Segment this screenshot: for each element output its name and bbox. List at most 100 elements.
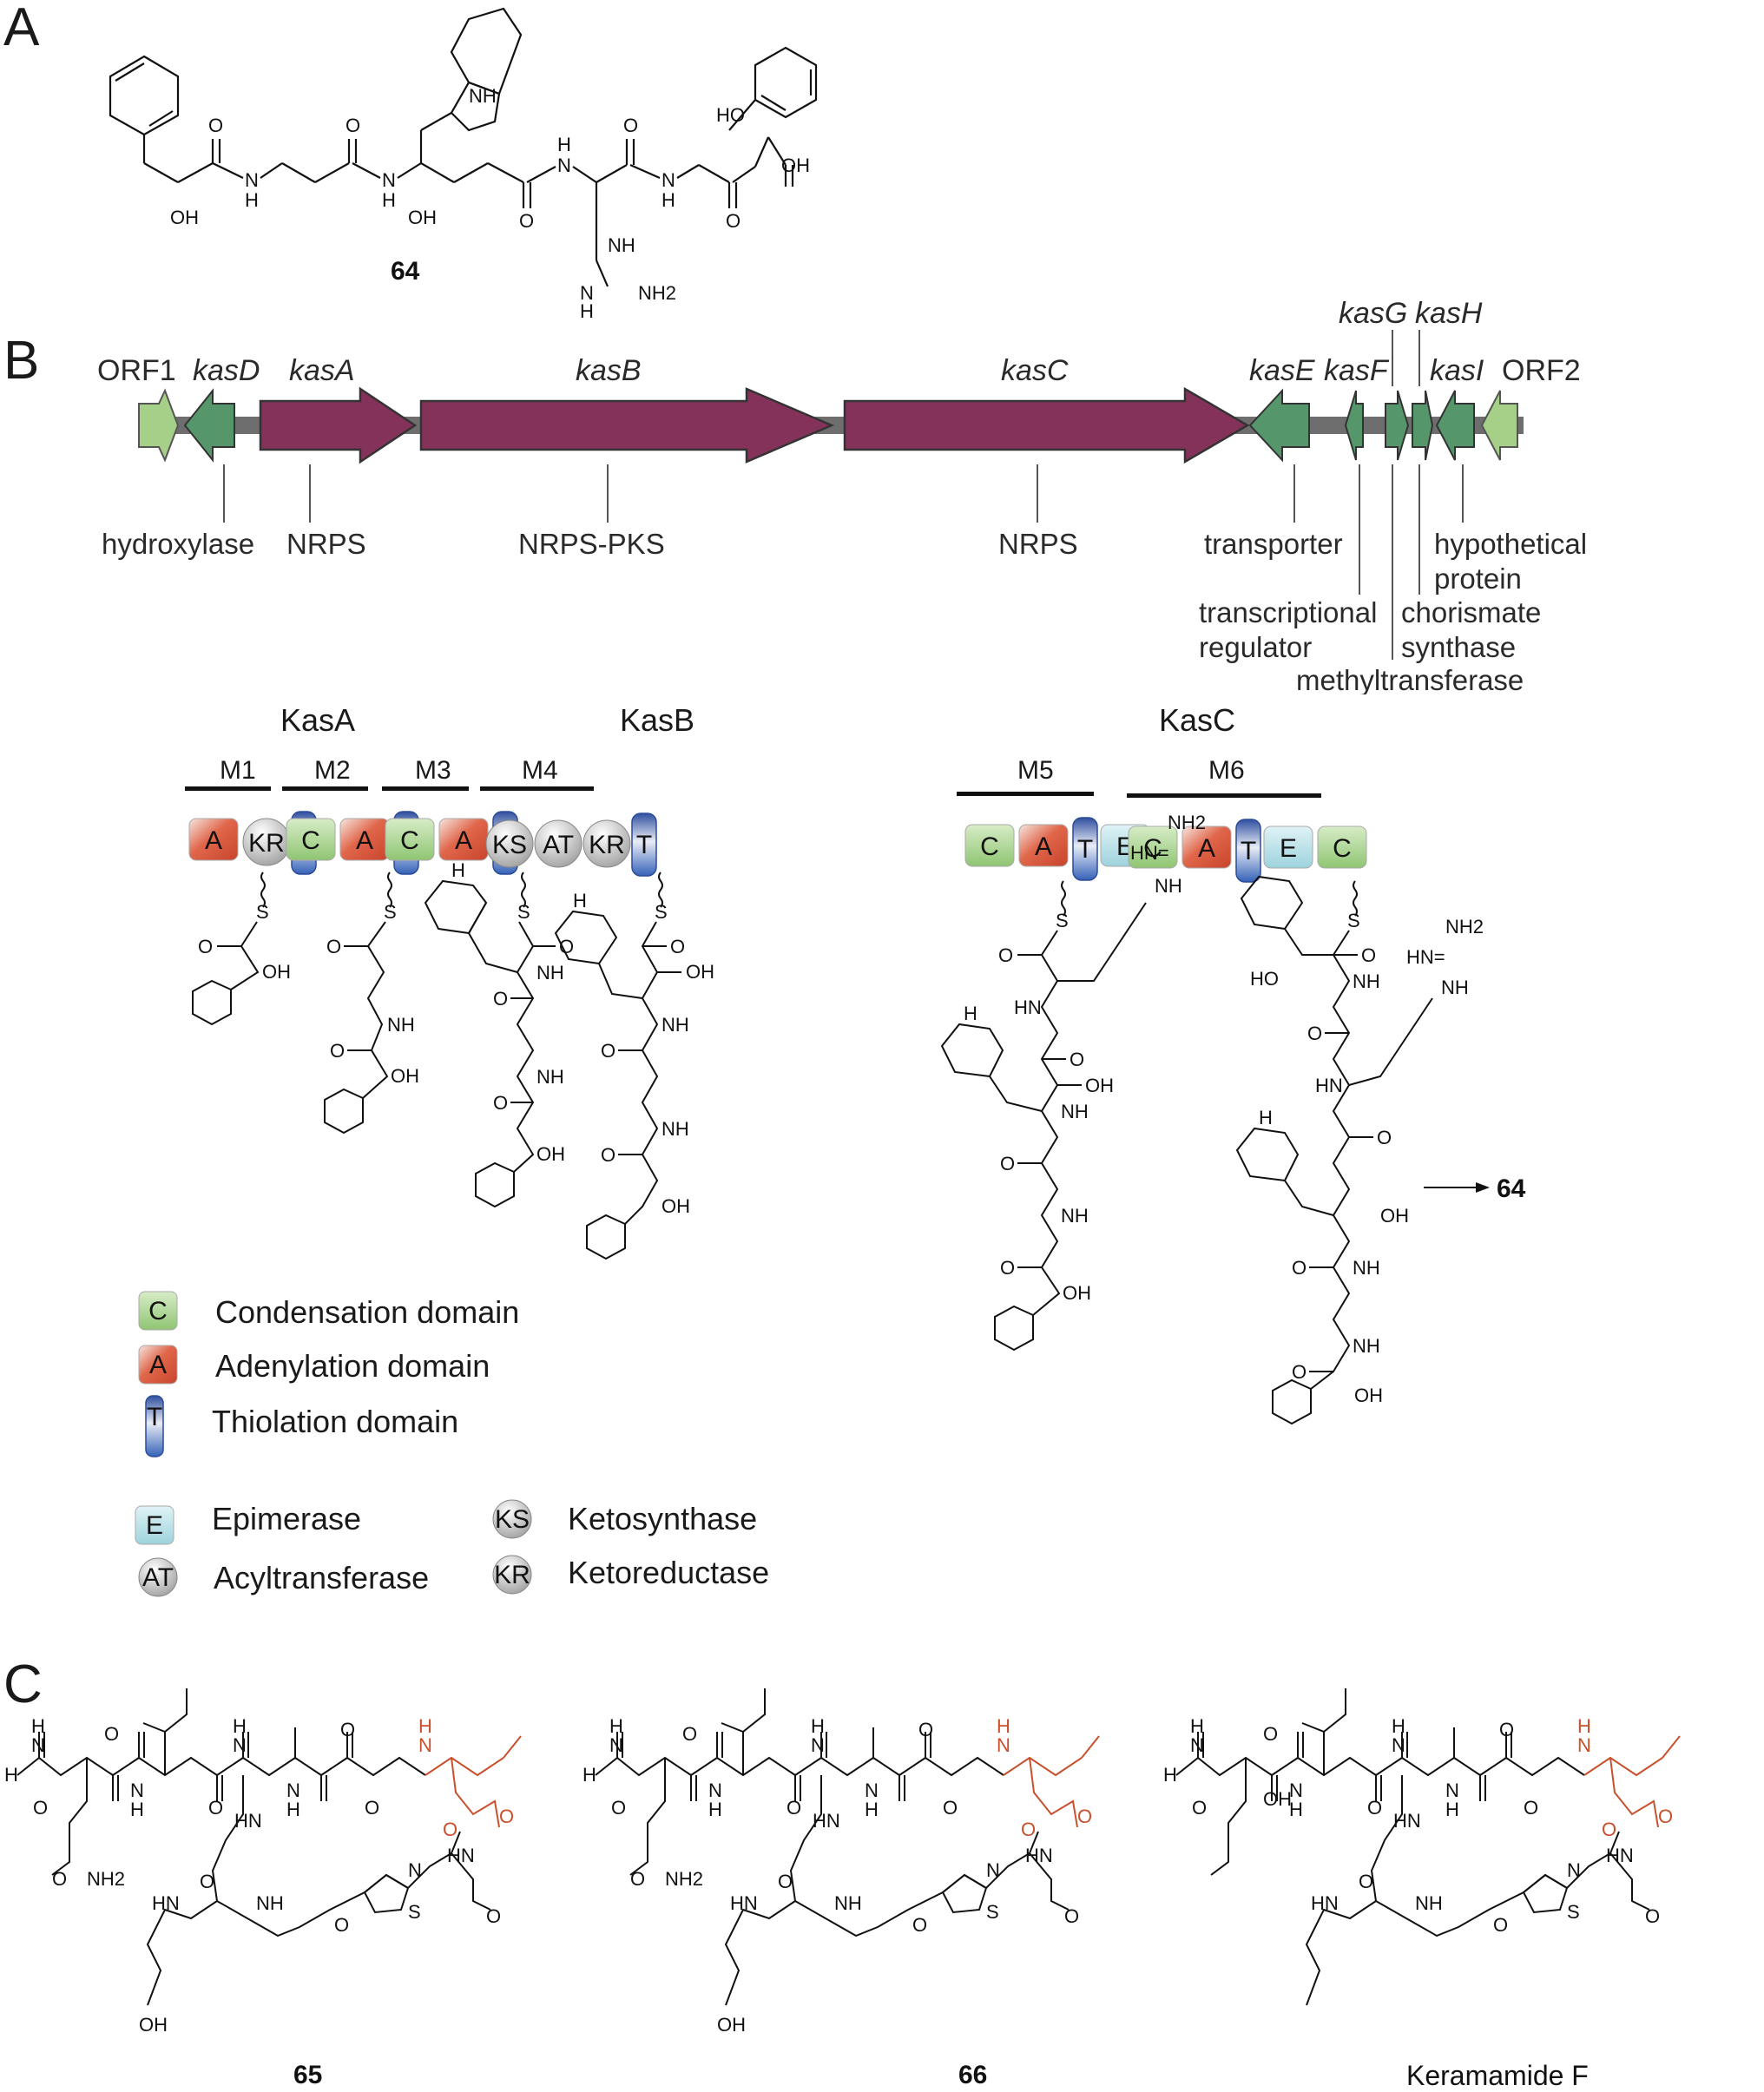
atom-o: O: [208, 115, 223, 136]
module-m1: M1: [185, 756, 271, 791]
compound-label-64: 64: [391, 257, 420, 286]
atom-hn-guanidine: HN=: [1406, 946, 1445, 968]
gene-arrow-orf2: [1480, 390, 1518, 461]
gene-label-kasb: kasB: [576, 354, 642, 387]
atom-h: H: [1163, 1764, 1177, 1786]
indole-ring: [940, 1023, 1004, 1078]
atom-o: O: [1499, 1719, 1514, 1740]
legend-symbol: C: [148, 1297, 168, 1326]
legend-symbol: AT: [142, 1563, 174, 1592]
atom-oh: OH: [1085, 1075, 1114, 1096]
module-bar: [382, 786, 469, 791]
atom-o: O: [334, 1914, 349, 1936]
atom-o: O: [493, 988, 508, 1010]
atom-o: O: [601, 1040, 615, 1062]
atom-h: H: [557, 134, 571, 155]
legend-symbol: E: [146, 1511, 163, 1540]
domain-ks: KS: [485, 819, 534, 868]
atom-oh: OH: [139, 2014, 168, 2036]
domain-label: C: [1143, 834, 1162, 863]
atom-h: H: [708, 1799, 722, 1820]
domain-label: A: [455, 826, 472, 855]
atom-hn: HN: [813, 1810, 840, 1832]
atom-o: O: [486, 1905, 501, 1927]
atom-o: O: [519, 210, 534, 232]
atom-nh-guanidine: NH: [1441, 977, 1469, 998]
atom-o: O: [998, 944, 1013, 966]
atom-o: O: [33, 1797, 48, 1819]
atom-o: O: [346, 115, 360, 136]
atom-o: O: [912, 1914, 927, 1936]
atom-oh: OH: [408, 207, 437, 228]
atom-hn-guanidine: HN=: [1130, 842, 1169, 864]
atom-h-indole: H: [1259, 1107, 1273, 1128]
atom-nh: NH: [256, 1892, 284, 1914]
atom-n: N: [557, 155, 571, 176]
atom-o: O: [208, 1797, 223, 1819]
chain-m2: [362, 921, 389, 1099]
atom-n: N: [811, 1734, 825, 1756]
chain-m3: [513, 921, 535, 1173]
gene-function-nrps-pks: NRPS-PKS: [518, 528, 665, 560]
domain-label: T: [1077, 835, 1093, 864]
atom-hn: HN: [1311, 1892, 1339, 1914]
legend-label: Ketosynthase: [568, 1501, 757, 1536]
atom-n: N: [1567, 1859, 1581, 1881]
atom-o: O: [1192, 1797, 1207, 1819]
chain-m6: [1310, 930, 1351, 1390]
protein-label-kasa: KasA: [280, 702, 355, 738]
atom-oh: OH: [781, 155, 810, 176]
atom-n: N: [233, 1734, 247, 1756]
phenylserine-link: [1284, 928, 1333, 956]
domain-label: KR: [248, 829, 285, 858]
compound-label-keramamide-f: Keramamide F: [1406, 2060, 1589, 2091]
panel-letter-a: A: [3, 0, 40, 57]
atom-h: H: [31, 1715, 45, 1737]
phenyl-ring: [994, 1305, 1034, 1352]
domain-at: AT: [534, 819, 583, 868]
atom-o-highlight: O: [1602, 1819, 1616, 1840]
gene-label-kasg: kasG: [1339, 297, 1407, 330]
atom-n: N: [609, 1734, 623, 1756]
atom-o: O: [198, 936, 213, 957]
legend-item-condensation-domain: C Condensation domain: [138, 1291, 519, 1331]
domain-c: C: [1317, 826, 1367, 869]
atom-hn: HN: [730, 1892, 758, 1914]
domain-label: AT: [543, 831, 574, 859]
atom-h-indole: H: [964, 1003, 977, 1024]
domain-kr: KR: [583, 819, 631, 868]
atom-o: O: [630, 1868, 645, 1890]
phenyl-ring: [1272, 1378, 1312, 1425]
atom-o: O: [1000, 1153, 1015, 1174]
atom-nh: NH: [662, 1014, 689, 1036]
legend-label: Condensation domain: [215, 1294, 519, 1330]
gene-arrow-kasb: [419, 387, 835, 464]
legend-label: Ketoreductase: [568, 1555, 769, 1590]
atom-o: O: [365, 1797, 379, 1819]
phenyl-ring: [586, 1214, 626, 1260]
highlighted-residue: [1583, 1735, 1681, 1828]
atom-oh: OH: [536, 1143, 565, 1165]
atom-s: S: [256, 901, 269, 923]
atom-o: O: [330, 1040, 345, 1062]
indole-ring: [554, 910, 618, 965]
arginine-chain: [1057, 902, 1147, 982]
atom-n: N: [865, 1780, 879, 1801]
gene-label-kasc: kasC: [1001, 354, 1069, 387]
panel-letter-b: B: [3, 331, 40, 391]
atom-h: H: [609, 1715, 623, 1737]
atom-o: O: [1524, 1797, 1538, 1819]
atom-h: H: [382, 189, 396, 211]
domain-t: T: [1072, 817, 1098, 881]
atom-n: N: [286, 1780, 300, 1801]
atom-oh: OH: [262, 961, 291, 983]
atom-oh: OH: [1380, 1205, 1409, 1227]
tether-m5: [1061, 880, 1066, 917]
atom-oh: OH: [1354, 1385, 1383, 1406]
atom-nh: NH: [662, 1118, 689, 1140]
atom-o: O: [1307, 1023, 1322, 1044]
